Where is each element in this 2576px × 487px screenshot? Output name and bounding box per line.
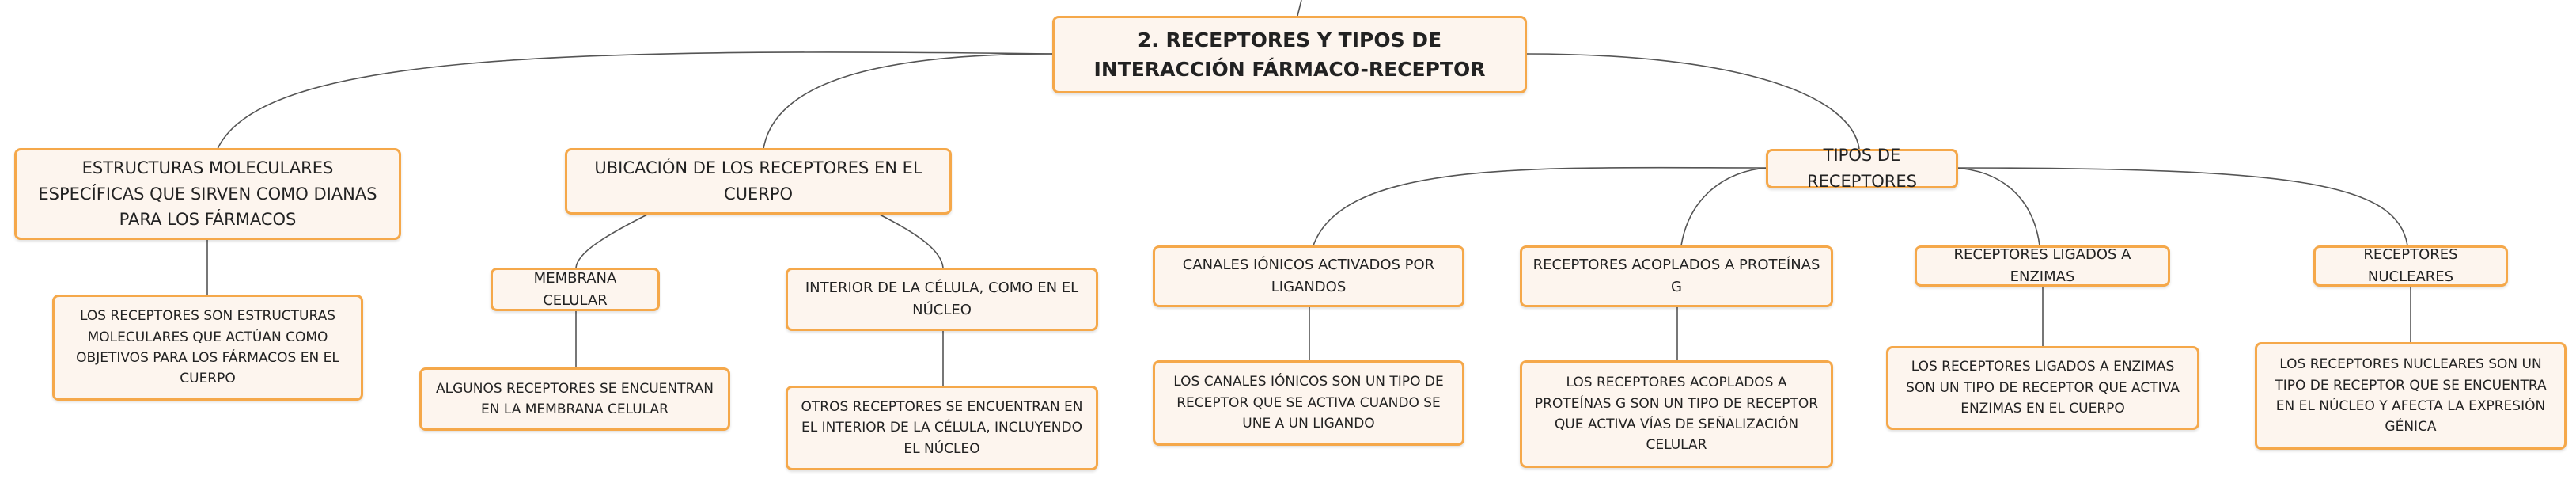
canales-ionicos-node[interactable]: CANALES IÓNICOS ACTIVADOS POR LIGANDOS bbox=[1153, 245, 1464, 307]
interior-detail-node[interactable]: OTROS RECEPTORES SE ENCUENTRAN EN EL INT… bbox=[786, 386, 1098, 470]
interior-celula-node[interactable]: INTERIOR DE LA CÉLULA, COMO EN EL NÚCLEO bbox=[786, 268, 1098, 331]
branch-ubicacion-node[interactable]: UBICACIÓN DE LOS RECEPTORES EN EL CUERPO bbox=[565, 148, 952, 215]
receptores-nucleares-text: RECEPTORES NUCLEARES bbox=[2363, 246, 2458, 285]
enzimas-detail-text: LOS RECEPTORES LIGADOS A ENZIMAS SON UN … bbox=[1906, 359, 2180, 417]
membrana-detail-text: ALGUNOS RECEPTORES SE ENCUENTRAN EN LA M… bbox=[436, 380, 714, 417]
estructuras-detail-text: LOS RECEPTORES SON ESTRUCTURAS MOLECULAR… bbox=[76, 308, 339, 387]
proteinas-g-detail-text: LOS RECEPTORES ACOPLADOS A PROTEÍNAS G S… bbox=[1534, 375, 1819, 454]
membrana-detail-node[interactable]: ALGUNOS RECEPTORES SE ENCUENTRAN EN LA M… bbox=[419, 367, 730, 431]
proteinas-g-detail-node[interactable]: LOS RECEPTORES ACOPLADOS A PROTEÍNAS G S… bbox=[1520, 360, 1833, 468]
ligados-enzimas-text: RECEPTORES LIGADOS A ENZIMAS bbox=[1953, 246, 2131, 285]
branch-ubicacion-text: UBICACIÓN DE LOS RECEPTORES EN EL CUERPO bbox=[594, 158, 922, 204]
receptores-nucleares-node[interactable]: RECEPTORES NUCLEARES bbox=[2313, 245, 2508, 287]
branch-tipos-text: TIPOS DE RECEPTORES bbox=[1806, 146, 1917, 191]
branch-tipos-node[interactable]: TIPOS DE RECEPTORES bbox=[1766, 146, 1958, 191]
interior-detail-text: OTROS RECEPTORES SE ENCUENTRAN EN EL INT… bbox=[801, 398, 1083, 457]
root-topic-node[interactable]: 2. RECEPTORES Y TIPOS DE INTERACCIÓN FÁR… bbox=[1052, 16, 1527, 93]
canales-detail-node[interactable]: LOS CANALES IÓNICOS SON UN TIPO DE RECEP… bbox=[1153, 360, 1464, 446]
estructuras-detail-node[interactable]: LOS RECEPTORES SON ESTRUCTURAS MOLECULAR… bbox=[52, 295, 363, 401]
nucleares-detail-node[interactable]: LOS RECEPTORES NUCLEARES SON UN TIPO DE … bbox=[2255, 342, 2567, 450]
nucleares-detail-text: LOS RECEPTORES NUCLEARES SON UN TIPO DE … bbox=[2275, 356, 2547, 436]
membrana-celular-node[interactable]: MEMBRANA CELULAR bbox=[491, 268, 660, 311]
ligados-enzimas-node[interactable]: RECEPTORES LIGADOS A ENZIMAS bbox=[1915, 245, 2170, 287]
enzimas-detail-node[interactable]: LOS RECEPTORES LIGADOS A ENZIMAS SON UN … bbox=[1886, 346, 2199, 430]
branch-estructuras-node[interactable]: ESTRUCTURAS MOLECULARES ESPECÍFICAS QUE … bbox=[14, 148, 401, 240]
proteinas-g-text: RECEPTORES ACOPLADOS A PROTEÍNAS G bbox=[1532, 257, 1820, 295]
root-topic-text: 2. RECEPTORES Y TIPOS DE INTERACCIÓN FÁR… bbox=[1093, 28, 1486, 82]
branch-estructuras-text: ESTRUCTURAS MOLECULARES ESPECÍFICAS QUE … bbox=[38, 158, 377, 230]
canales-ionicos-text: CANALES IÓNICOS ACTIVADOS POR LIGANDOS bbox=[1182, 257, 1435, 295]
membrana-celular-text: MEMBRANA CELULAR bbox=[533, 269, 617, 309]
interior-celula-text: INTERIOR DE LA CÉLULA, COMO EN EL NÚCLEO bbox=[805, 280, 1079, 318]
proteinas-g-node[interactable]: RECEPTORES ACOPLADOS A PROTEÍNAS G bbox=[1520, 245, 1833, 307]
canales-detail-text: LOS CANALES IÓNICOS SON UN TIPO DE RECEP… bbox=[1173, 374, 1444, 432]
